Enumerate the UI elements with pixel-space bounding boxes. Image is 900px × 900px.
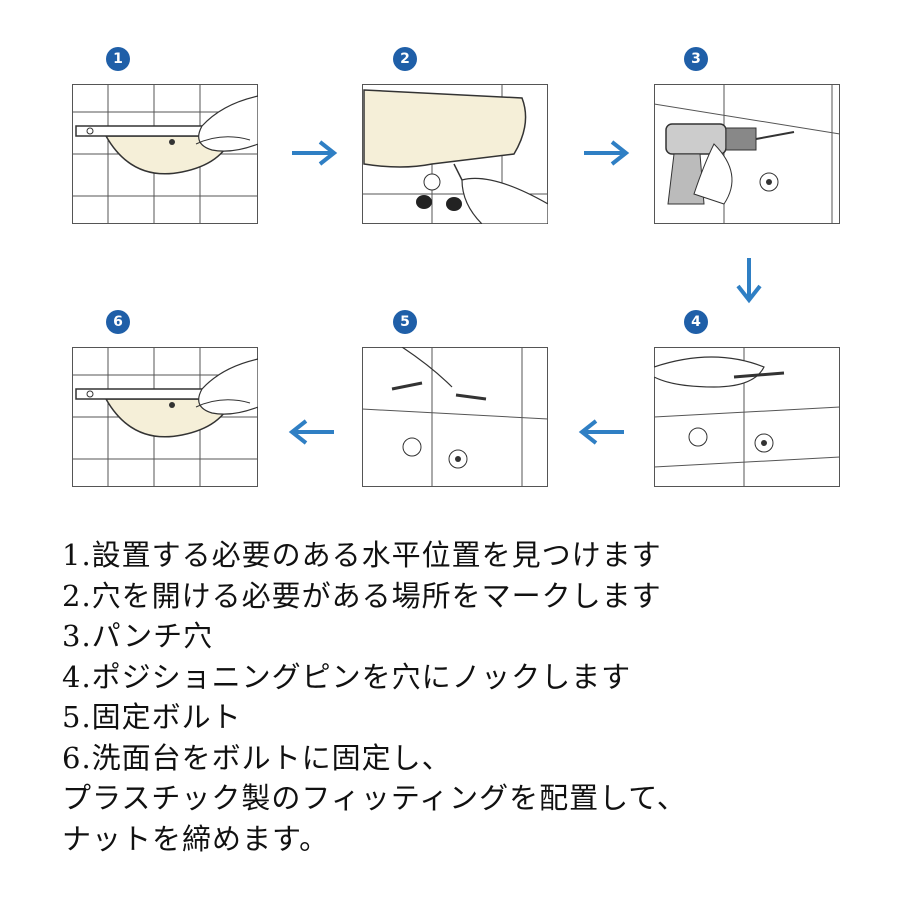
instruction-line-1: 1.設置する必要のある水平位置を見つけます <box>62 538 662 572</box>
step-4-illustration <box>654 347 840 487</box>
instruction-line-2: 2.穴を開ける必要がある場所をマークします <box>62 578 662 613</box>
instruction-line-6: 6.洗面台をボルトに固定し、 <box>62 740 452 775</box>
step-3-illustration <box>654 84 840 224</box>
left-arrow-icon <box>578 419 624 445</box>
step-badge-1: 1 <box>106 47 130 71</box>
step-badge-5: 5 <box>393 310 417 334</box>
right-arrow-icon <box>584 140 630 166</box>
step-6-illustration <box>72 347 258 487</box>
step-badge-4: 4 <box>684 310 708 334</box>
right-arrow-icon <box>292 140 338 166</box>
down-arrow-icon <box>736 258 762 304</box>
instruction-line-5: 5.固定ボルト <box>62 700 242 734</box>
step-2-illustration <box>362 84 548 224</box>
instruction-list: 1.設置する必要のある水平位置を見つけます 2.穴を開ける必要がある場所をマーク… <box>62 535 862 859</box>
instruction-line-7: プラスチック製のフィッティングを配置して、 <box>62 781 687 815</box>
step-badge-2: 2 <box>393 47 417 71</box>
step-badge-6: 6 <box>106 310 130 334</box>
instruction-line-3: 3.パンチ穴 <box>62 619 214 653</box>
step-5-illustration <box>362 347 548 487</box>
step-badge-3: 3 <box>684 47 708 71</box>
instruction-line-4: 4.ポジショニングピンを穴にノックします <box>62 659 632 694</box>
left-arrow-icon <box>288 419 334 445</box>
step-1-illustration <box>72 84 258 224</box>
instruction-line-8: ナットを締めます。 <box>62 821 330 856</box>
